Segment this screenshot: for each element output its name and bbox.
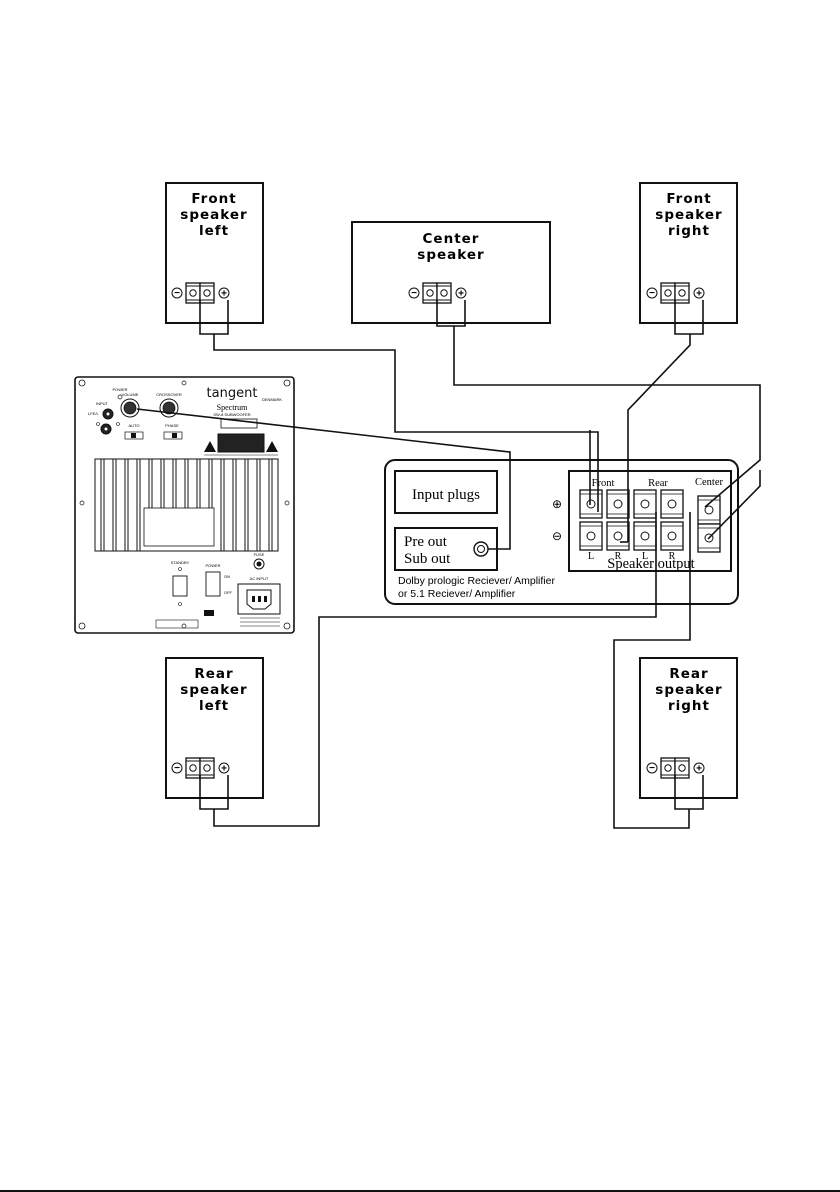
fuse-label: FUSE bbox=[254, 552, 265, 557]
subwoofer-model: Spectrum bbox=[217, 403, 248, 412]
subwoofer-rear-panel: tangent DENMARK Spectrum SW-8 SUBWOOFER … bbox=[74, 376, 295, 634]
page-bottom-rule bbox=[0, 1190, 840, 1192]
front-group-label: Front bbox=[592, 478, 615, 489]
center-speaker-title-line2: speaker bbox=[417, 247, 484, 263]
rear-right-speaker-title-line2: speaker bbox=[655, 682, 722, 698]
ac-input-label: AC INPUT bbox=[250, 576, 269, 581]
subwoofer-brand: tangent bbox=[207, 386, 258, 401]
standby-label: STANDBY bbox=[171, 560, 190, 565]
front-left-speaker-title-line1: Front bbox=[191, 191, 236, 207]
channel-rear-left-label: L bbox=[642, 551, 648, 562]
volume-label: VOLUME bbox=[122, 392, 139, 397]
ce-mark-icon bbox=[204, 610, 214, 616]
plus-icon: + bbox=[221, 764, 227, 775]
subwoofer-model-sub: SW-8 SUBWOOFER bbox=[213, 412, 250, 417]
receiver-caption-line2: or 5.1 Reciever/ Amplifier bbox=[398, 588, 516, 600]
rear-right-speaker-title-line3: right bbox=[668, 698, 710, 714]
power-switch-label: POWER bbox=[205, 563, 220, 568]
channel-front-left-label: L bbox=[588, 551, 594, 562]
rear-left-speaker-title-line2: speaker bbox=[180, 682, 247, 698]
warning-icon bbox=[266, 441, 278, 452]
front-right-speaker-title-line2: speaker bbox=[655, 207, 722, 223]
lfe-label: LFE/L bbox=[88, 411, 99, 416]
plus-icon: + bbox=[221, 289, 227, 300]
minus-icon: − bbox=[174, 288, 180, 299]
rear-left-speaker-title-line1: Rear bbox=[194, 666, 233, 682]
center-group-label: Center bbox=[695, 477, 723, 488]
sub-out-label: Sub out bbox=[404, 551, 451, 567]
plus-polarity-icon: ⊕ bbox=[552, 497, 562, 511]
channel-rear-right-label: R bbox=[669, 551, 676, 562]
subwoofer-brand-sub: DENMARK bbox=[262, 397, 282, 402]
plus-icon: + bbox=[696, 289, 702, 300]
receiver-caption-line1: Dolby prologic Reciever/ Amplifier bbox=[398, 575, 555, 587]
rear-left-speaker: Rear speaker left − + bbox=[165, 657, 264, 799]
speaker-wires bbox=[136, 300, 761, 829]
power-switch[interactable] bbox=[205, 571, 221, 597]
power-off-label: OFF bbox=[224, 590, 233, 595]
front-left-speaker: Front speaker left − + bbox=[165, 182, 264, 324]
input-plugs-label: Input plugs bbox=[412, 487, 480, 503]
center-speaker-title-line1: Center bbox=[423, 231, 480, 247]
front-right-speaker-title-line1: Front bbox=[666, 191, 711, 207]
front-left-speaker-title-line3: left bbox=[199, 223, 229, 239]
input-label: INPUT bbox=[96, 401, 109, 406]
plus-icon: + bbox=[696, 764, 702, 775]
crossover-label: CROSSOVER bbox=[156, 392, 182, 397]
minus-icon: − bbox=[174, 763, 180, 774]
minus-icon: − bbox=[649, 763, 655, 774]
speaker-output-label: Speaker output bbox=[607, 556, 694, 572]
phase-label: PHASE bbox=[165, 423, 179, 428]
minus-icon: − bbox=[649, 288, 655, 299]
warning-icon bbox=[204, 441, 216, 452]
front-right-speaker-title-line3: right bbox=[668, 223, 710, 239]
power-led-label: POWER bbox=[112, 387, 127, 392]
rear-left-speaker-title-line3: left bbox=[199, 698, 229, 714]
minus-polarity-icon: ⊖ bbox=[552, 529, 562, 543]
rear-group-label: Rear bbox=[648, 478, 668, 489]
auto-label: AUTO bbox=[128, 423, 139, 428]
minus-icon: − bbox=[411, 288, 417, 299]
rear-right-speaker: Rear speaker right − + bbox=[639, 657, 738, 799]
heatsink bbox=[94, 458, 279, 552]
input-plugs-box bbox=[394, 470, 498, 514]
receiver-amplifier: Input plugs Pre out Sub out Dolby prolog… bbox=[384, 459, 739, 605]
standby-switch[interactable] bbox=[172, 575, 188, 597]
pre-out-label: Pre out bbox=[404, 534, 448, 550]
plus-icon: + bbox=[458, 289, 464, 300]
rear-right-speaker-title-line1: Rear bbox=[669, 666, 708, 682]
front-right-speaker: Front speaker right − + bbox=[639, 182, 738, 324]
center-speaker: Center speaker − + bbox=[351, 221, 551, 324]
power-led-icon bbox=[117, 394, 123, 400]
channel-front-right-label: R bbox=[615, 551, 622, 562]
front-left-speaker-title-line2: speaker bbox=[180, 207, 247, 223]
power-on-label: ON bbox=[224, 574, 230, 579]
